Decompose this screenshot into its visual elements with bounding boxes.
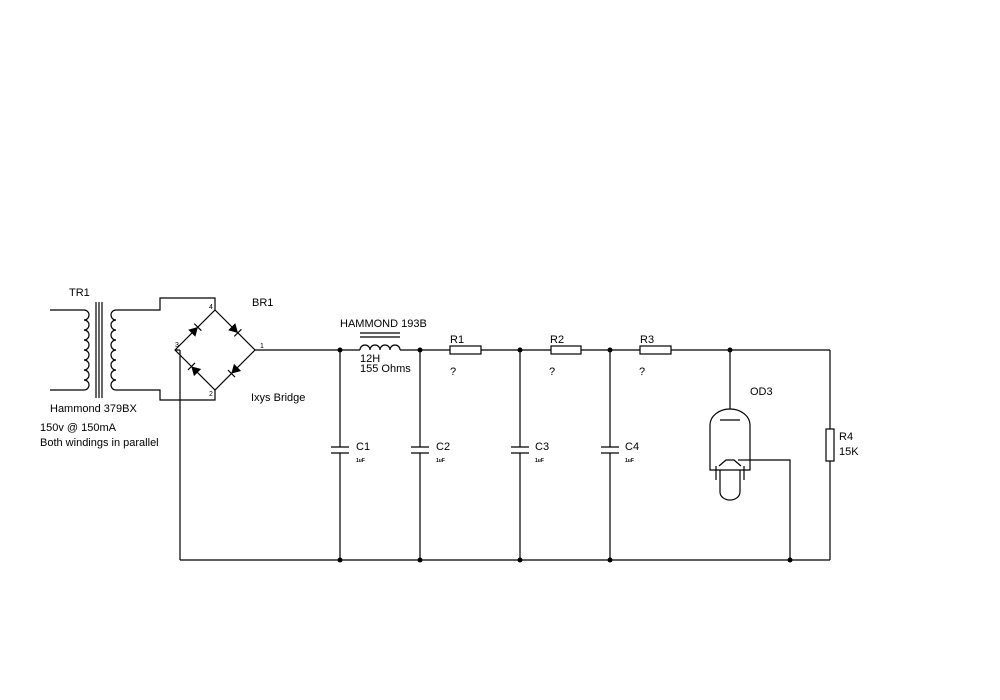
tube-od3: OD3	[709, 386, 773, 501]
bridge-pin-3: 3	[175, 342, 179, 349]
resistor-r3-value: ?	[639, 366, 645, 378]
bridge-rectifier-br1: BR1 1 2 3 4 Ixys Bridge	[174, 297, 305, 404]
choke-inductance: 12H	[360, 353, 380, 365]
resistor-r3: R3 ?	[639, 334, 672, 378]
resistor-r4: R4 15K	[825, 428, 859, 462]
resistor-r1-value: ?	[450, 366, 456, 378]
capacitor-c1-ref: C1	[356, 441, 370, 453]
resistor-r2-value: ?	[549, 366, 555, 378]
transformer-rating: 150v @ 150mA	[40, 422, 117, 434]
bridge-diode-3	[187, 362, 202, 377]
capacitor-c3-ref: C3	[535, 441, 549, 453]
capacitor-c2-value: 1uF	[436, 458, 445, 464]
transformer-tr1: TR1 Hammond 379BX 150v @ 150mA Both wind…	[40, 287, 159, 449]
junction-dots	[337, 347, 793, 563]
capacitor-c1-value: 1uF	[356, 458, 365, 464]
resistor-r2: R2 ?	[549, 334, 582, 378]
capacitor-c2-ref: C2	[436, 441, 450, 453]
resistor-r4-ref: R4	[839, 431, 853, 443]
resistor-r3-ref: R3	[640, 334, 654, 346]
transformer-model: Hammond 379BX	[50, 403, 137, 415]
choke-model: HAMMOND 193B	[340, 318, 427, 330]
bridge-diode-4	[227, 363, 242, 378]
transformer-secondary-wires	[116, 297, 216, 401]
bridge-pin-4: 4	[209, 304, 213, 311]
transformer-note: Both windings in parallel	[40, 437, 159, 449]
capacitor-c3-value: 1uF	[535, 458, 544, 464]
capacitor-c4-ref: C4	[625, 441, 639, 453]
capacitor-c1: C1 1uF	[331, 350, 370, 560]
bridge-pin-1: 1	[260, 343, 264, 350]
bridge-diode-2	[228, 323, 242, 337]
choke-hammond-193b: HAMMOND 193B 12H 155 Ohms	[340, 318, 427, 375]
capacitor-c4: C4 1uF	[601, 350, 639, 560]
bridge-diode-1	[188, 323, 202, 337]
resistor-r1-ref: R1	[450, 334, 464, 346]
bridge-name: Ixys Bridge	[251, 392, 305, 404]
transformer-ref: TR1	[69, 287, 90, 299]
resistor-r4-value: 15K	[839, 446, 859, 458]
resistor-r2-ref: R2	[550, 334, 564, 346]
capacitor-c4-value: 1uF	[625, 458, 634, 464]
tube-ref: OD3	[750, 386, 773, 398]
resistor-r1: R1 ?	[449, 334, 482, 378]
bridge-pin-2: 2	[209, 391, 213, 398]
choke-resistance: 155 Ohms	[360, 363, 411, 375]
bridge-ref: BR1	[252, 297, 273, 309]
capacitor-c3: C3 1uF	[511, 350, 549, 560]
capacitor-c2: C2 1uF	[411, 350, 450, 560]
